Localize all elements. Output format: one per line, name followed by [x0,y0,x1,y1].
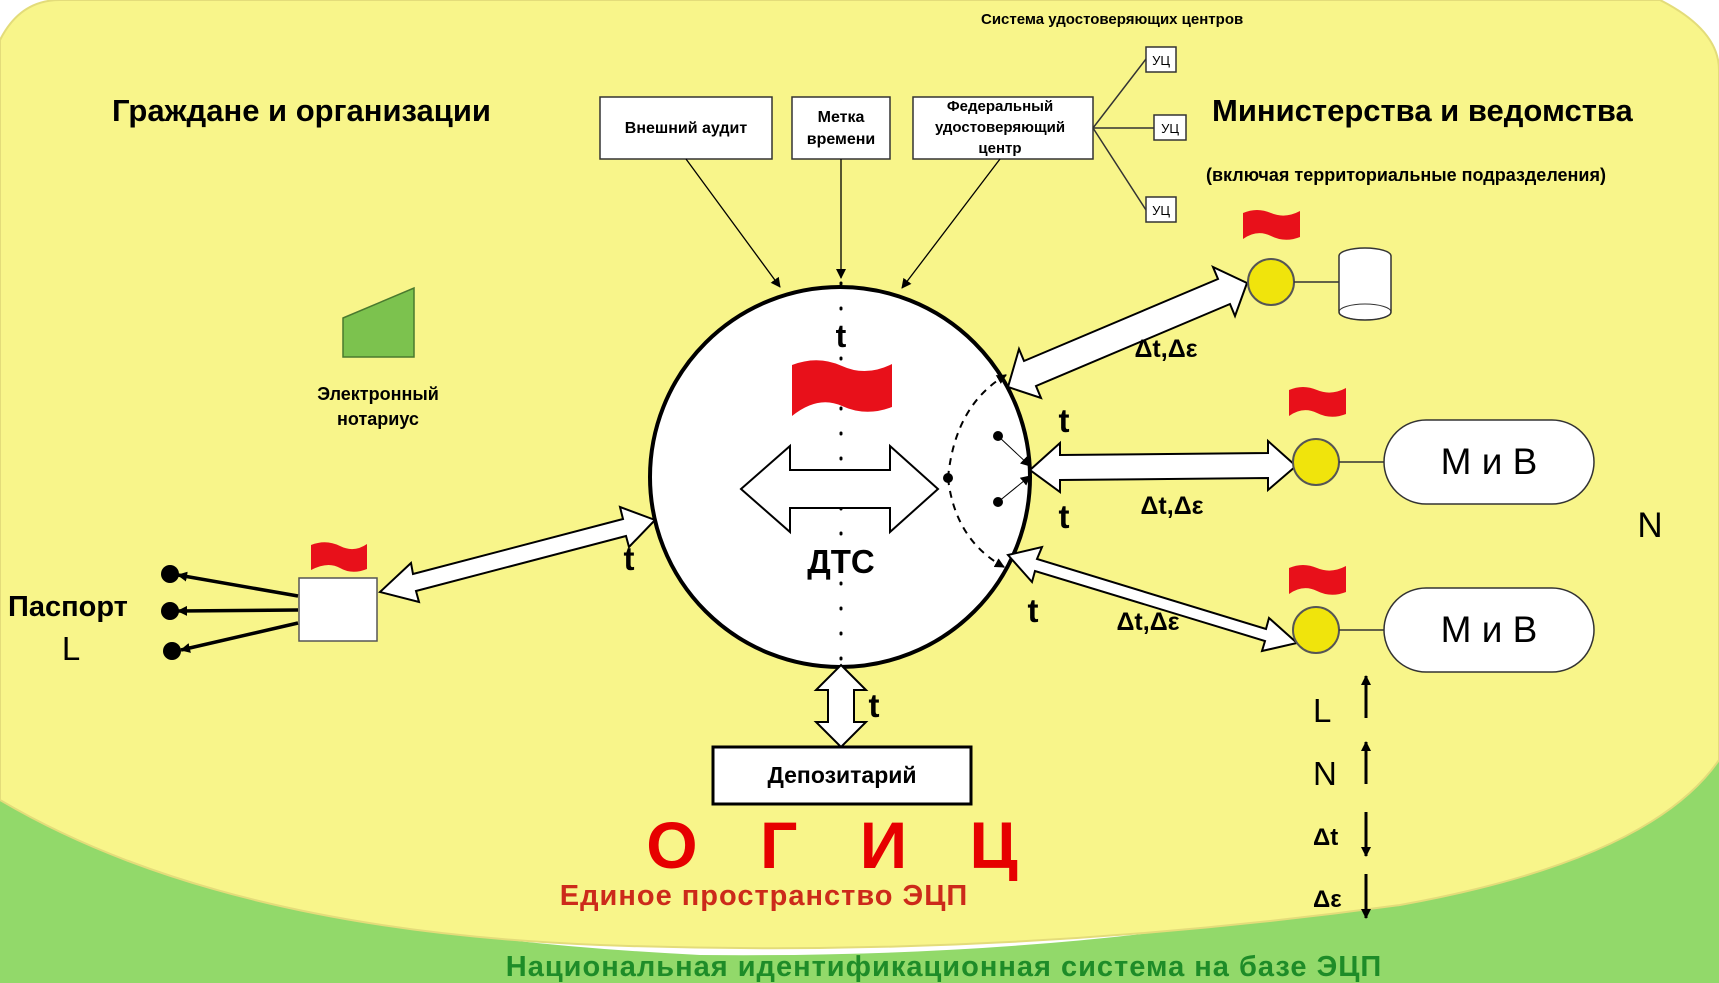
arrow-dts-db [1006,264,1249,400]
uc-label-3: УЦ [1152,203,1170,218]
top-arrows [685,158,1001,289]
passport-dot-3 [163,642,181,660]
timestamp-label-line2: времени [807,131,876,148]
mv1-label: М и В [1441,441,1538,482]
federal-uc-box [912,96,1094,160]
green-background [0,760,1719,983]
depository-label: Депозитарий [767,762,916,788]
legend-dt: Δt [1313,824,1338,851]
uc-box-3 [1145,196,1177,223]
depository-box [711,745,973,806]
t-label-right-1: t [1059,402,1070,439]
dts-t-label: t [836,318,847,354]
federal-uc-line1: Федеральный [947,98,1053,115]
legend-l: L [1313,692,1331,729]
dts-flag-icon [792,360,892,416]
db-flag-icon [1243,210,1300,240]
notary-icon [342,286,415,358]
ministries-note: (включая территориальные подразделения) [1206,165,1606,185]
uc-system-heading: Система удостоверяющих центров [981,11,1243,28]
block-arrows [377,264,1300,749]
citizens-heading: Граждане и организации [112,93,491,128]
uc-connectors [1092,58,1154,211]
legend: L N Δt Δε [1313,675,1371,919]
dt-de-label-3: Δt,Δε [1116,608,1179,636]
ministries-heading: Министерства и ведомства [1212,93,1634,128]
audit-label: Внешний аудит [625,120,748,137]
passport-letter: L [62,630,80,667]
t-label-right-2: t [1059,498,1070,535]
uc-label-1: УЦ [1152,53,1170,68]
mv1-box [1383,419,1595,505]
n-label: N [1637,506,1662,545]
passport-flag-icon [311,542,367,572]
uc-box-2 [1153,114,1187,141]
t-label-right-3: t [1028,592,1039,629]
notary-label-line1: Электронный [317,384,439,404]
uc-label-2: УЦ [1161,121,1179,136]
mv2-node [1292,606,1340,654]
mv1-node [1292,438,1340,486]
timestamp-box [791,96,891,160]
dt-de-label-1: Δt,Δε [1134,335,1197,363]
footer-label: Национальная идентификационная система н… [506,951,1383,983]
ogic-title: О Г И Ц [646,808,1039,882]
passport-dot-2 [161,602,179,620]
passport-label: Паспорт [8,591,128,623]
t-label-bottom: t [869,687,880,724]
ogic-subtitle: Единое пространство ЭЦП [560,880,968,912]
mv1-flag-icon [1289,387,1346,417]
federal-uc-line3: центр [978,140,1021,157]
legend-n: N [1313,755,1337,792]
legend-de: Δε [1313,886,1342,913]
dts-internal-routing [943,374,1031,568]
database-icon [1338,247,1392,321]
dts-label: ДТС [807,543,875,580]
notary-label-line2: нотариус [337,409,419,429]
timestamp-label-line1: Метка [818,109,865,126]
passport-dot-1 [161,565,179,583]
uc-boxes: УЦ УЦ УЦ [1145,46,1187,223]
arrow-passport-dts [377,505,657,604]
database-icon-rim [1338,303,1392,321]
audit-box [599,96,773,160]
t-label-left: t [624,540,635,577]
federal-uc-line2: удостоверяющий [935,119,1065,136]
dts-double-arrow-icon [739,443,940,535]
passport-links [177,571,299,653]
mv2-box [1383,587,1595,673]
mv2-flag-icon [1289,565,1346,595]
db-node [1247,258,1295,306]
passport-box [298,577,378,642]
uc-box-1 [1145,46,1177,73]
mv2-label: М и В [1441,609,1538,650]
dt-de-label-2: Δt,Δε [1140,492,1203,520]
